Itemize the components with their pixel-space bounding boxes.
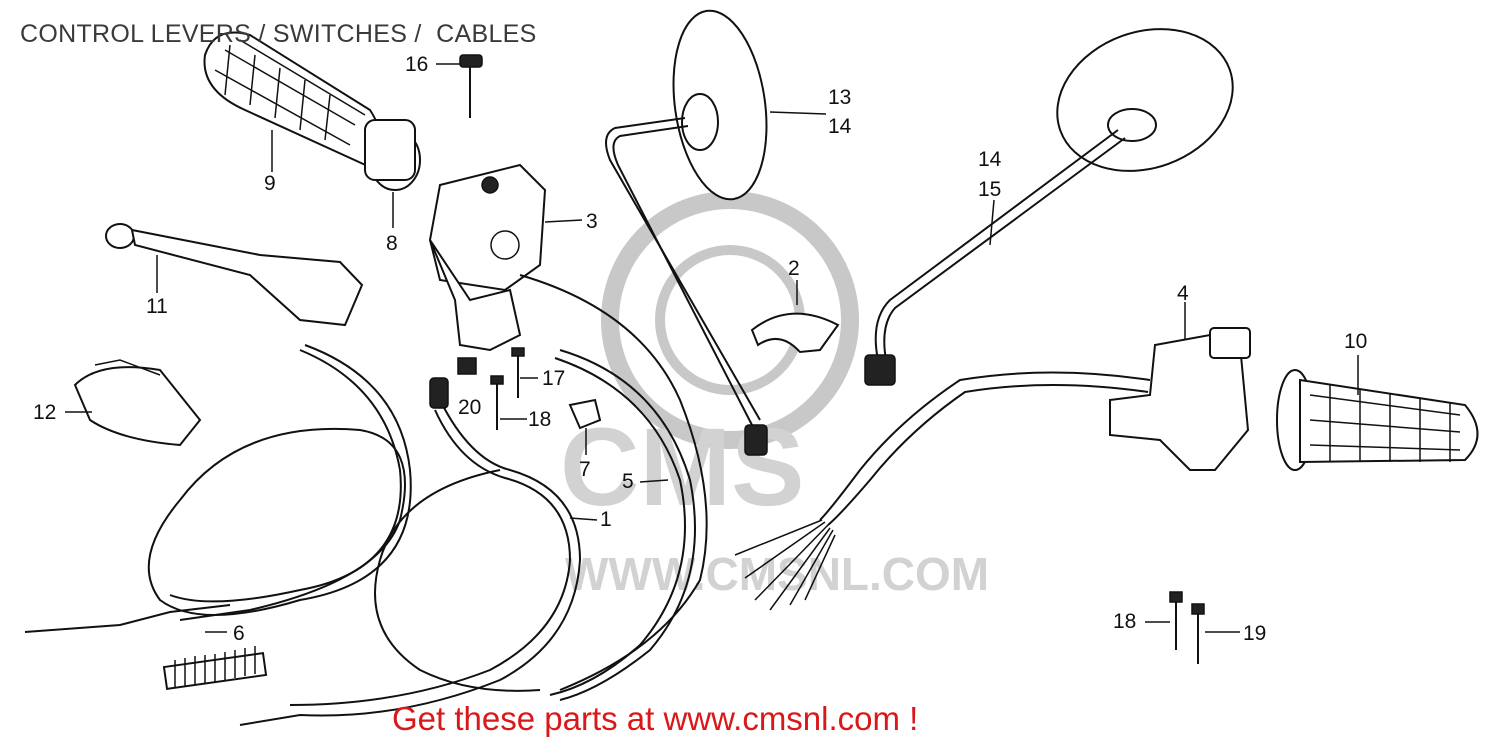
callout-8: 8 xyxy=(386,232,398,255)
callout-6: 6 xyxy=(233,622,245,645)
clutch-lever xyxy=(105,223,364,327)
promo-banner[interactable]: Get these parts at www.cmsnl.com ! xyxy=(392,700,919,737)
cables xyxy=(24,274,708,726)
callout-17: 17 xyxy=(542,367,566,390)
small-hardware xyxy=(429,347,602,430)
throttle-grip xyxy=(203,31,421,191)
callout-18-right: 18 xyxy=(1113,610,1137,633)
callout-20: 20 xyxy=(458,396,482,419)
callout-14-left: 14 xyxy=(828,115,852,138)
callout-1: 1 xyxy=(600,508,612,531)
switch-housing-right xyxy=(734,327,1251,611)
mirror-left xyxy=(605,9,768,456)
callout-15: 15 xyxy=(978,178,1002,201)
switch-housing-left xyxy=(428,163,547,352)
callout-5: 5 xyxy=(622,470,634,493)
mirror-right xyxy=(864,28,1234,386)
right-grip xyxy=(1276,369,1479,471)
callout-14-right: 14 xyxy=(978,148,1002,171)
leader-lines xyxy=(65,63,1359,633)
lever-perch xyxy=(73,359,202,447)
bolts-right xyxy=(1169,591,1205,664)
callout-12: 12 xyxy=(33,401,57,424)
callout-19: 19 xyxy=(1243,622,1267,645)
watermark-brand: CMS xyxy=(560,406,804,529)
callout-7: 7 xyxy=(579,458,591,481)
page-title: CONTROL LEVERS / SWITCHES / CABLES xyxy=(20,20,537,48)
callout-13: 13 xyxy=(828,86,852,109)
callout-18-left: 18 xyxy=(528,408,552,431)
callout-3: 3 xyxy=(586,210,598,233)
callout-9: 9 xyxy=(264,172,276,195)
cms-watermark: CMS WWW.CMSNL.COM xyxy=(560,191,989,600)
watermark-url: WWW.CMSNL.COM xyxy=(565,548,989,600)
callout-2: 2 xyxy=(788,257,800,280)
callout-11: 11 xyxy=(146,295,168,318)
callout-10: 10 xyxy=(1344,330,1368,353)
cable-spring xyxy=(162,646,268,690)
callout-16: 16 xyxy=(405,53,429,76)
callout-4: 4 xyxy=(1177,282,1189,305)
screw-16 xyxy=(459,54,483,118)
cable-clip xyxy=(750,312,840,354)
